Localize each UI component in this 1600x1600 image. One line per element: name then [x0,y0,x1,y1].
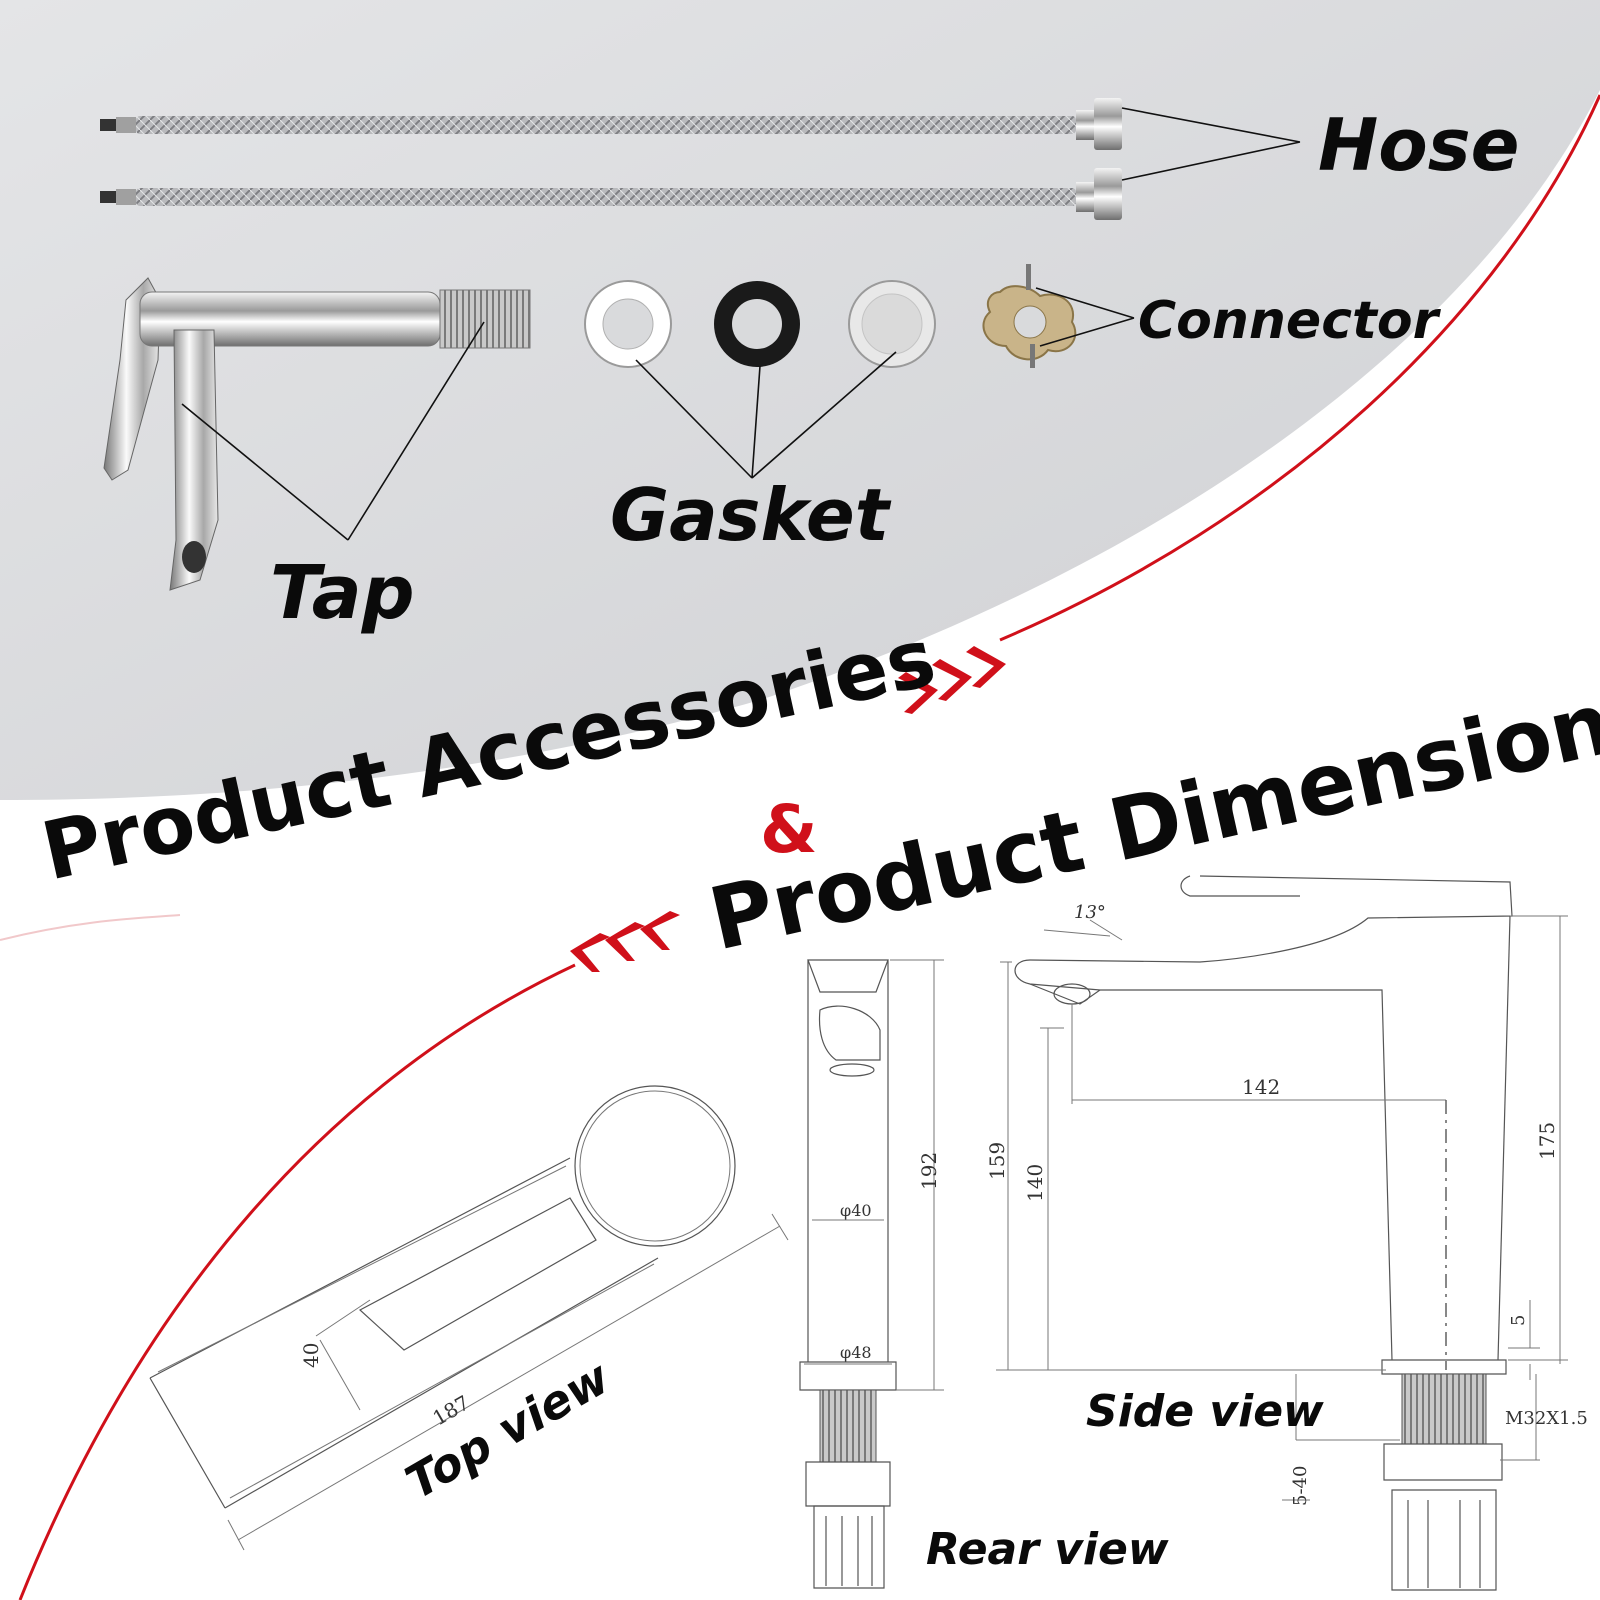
side-view-thread-label: M32X1.5 [1505,1408,1588,1429]
gasket-illustration [584,280,936,368]
rear-view-drawing [799,959,944,1589]
gasket-callout-lines [635,351,897,479]
red-curve-left-faint [0,914,181,941]
side-view-outlet-height-label: 140 [1023,1164,1047,1202]
tap-callout-lines [181,321,485,541]
hose-label: Hose [1318,103,1519,187]
gasket-label: Gasket [610,473,892,557]
title-ampersand: & [760,791,818,868]
chevrons-left [570,911,680,972]
connector-label: Connector [1138,291,1442,351]
top-view-width-label: 40 [299,1343,323,1368]
chevrons-right [898,646,1006,714]
rear-view-top-dia-label: φ40 [840,1201,872,1220]
connector-illustration [982,264,1077,368]
red-curve-top [999,94,1600,642]
rear-view-base-dia-label: φ48 [840,1343,872,1362]
red-curve-left [18,963,576,1600]
side-view-deck-label: 5-40 [1290,1466,1311,1506]
side-view-label: Side view [1086,1386,1324,1437]
tap-illustration [103,277,531,591]
top-view-label: Top view [397,1350,620,1510]
side-view-spout-height-label: 159 [985,1142,1009,1180]
side-view-drawing [996,875,1568,1591]
hose-illustration [100,98,1122,220]
hose-callout-lines [1121,107,1301,181]
top-view-drawing [149,1085,789,1551]
tap-label: Tap [270,550,415,636]
rear-view-label: Rear view [926,1524,1169,1575]
connector-callout-lines [1035,287,1135,347]
side-view-angle-label: 13° [1074,902,1106,923]
side-view-base-label: 5 [1508,1315,1529,1326]
side-view-reach-label: 142 [1242,1075,1280,1099]
side-view-total-height-label: 175 [1535,1122,1559,1160]
rear-view-height-label: 192 [917,1152,941,1190]
